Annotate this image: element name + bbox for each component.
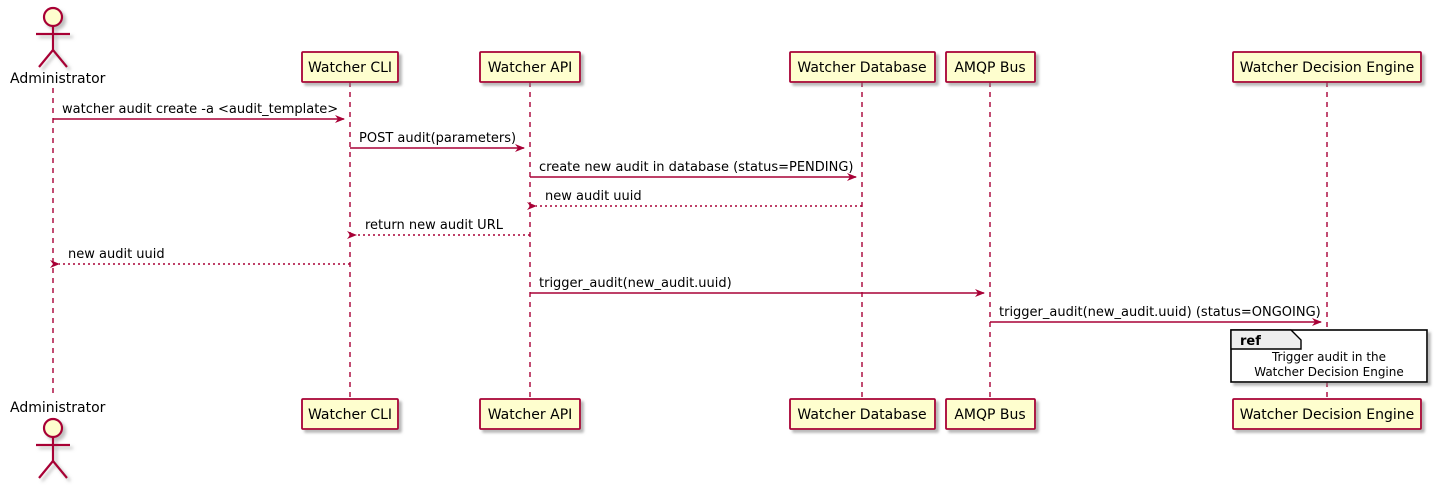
participant-boxes-bottom: Watcher CLI Watcher API Watcher Database… (301, 398, 1422, 430)
message-2-post-audit[interactable]: POST audit(parameters) (350, 131, 525, 152)
participant-watcher-database-bottom[interactable]: Watcher Database (789, 398, 936, 430)
message-label-5: return new audit URL (365, 218, 504, 233)
participant-label-watcher-decision-engine-bottom: Watcher Decision Engine (1240, 407, 1414, 423)
message-4-new-audit-uuid-db[interactable]: new audit uuid (527, 189, 862, 210)
participant-box-watcher-decision-engine-top[interactable] (1232, 51, 1422, 83)
participant-watcher-api-top[interactable]: Watcher API (479, 51, 581, 83)
participant-label-watcher-api-top: Watcher API (488, 60, 573, 76)
participant-box-watcher-api-top[interactable] (479, 51, 581, 83)
ref-fragment-line-1: Trigger audit in the (1271, 350, 1386, 364)
message-label-1: watcher audit create -a <audit_template> (62, 102, 338, 117)
participant-label-watcher-cli-bottom: Watcher CLI (308, 407, 392, 423)
participant-label-amqp-bus-top: AMQP Bus (954, 60, 1025, 76)
message-label-8: trigger_audit(new_audit.uuid) (status=ON… (999, 305, 1321, 320)
participant-box-amqp-bus-bottom[interactable] (945, 398, 1036, 430)
participant-box-watcher-database-top[interactable] (789, 51, 936, 83)
participant-label-watcher-cli-top: Watcher CLI (308, 60, 392, 76)
participant-label-amqp-bus-bottom: AMQP Bus (954, 407, 1025, 423)
message-label-7: trigger_audit(new_audit.uuid) (539, 276, 732, 291)
message-6-new-audit-uuid-cli[interactable]: new audit uuid (50, 247, 350, 268)
participant-boxes-top: Watcher CLI Watcher API Watcher Database… (301, 51, 1422, 83)
actor-label-administrator-top: Administrator (10, 71, 106, 87)
actor-administrator-bottom[interactable]: Administrator (10, 400, 106, 479)
ref-fragment[interactable]: ref Trigger audit in the Watcher Decisio… (1230, 329, 1428, 383)
participant-box-watcher-cli-bottom[interactable] (301, 398, 399, 430)
participant-box-amqp-bus-top[interactable] (945, 51, 1036, 83)
message-3-create-new-audit[interactable]: create new audit in database (status=PEN… (530, 160, 857, 181)
participant-box-watcher-decision-engine-bottom[interactable] (1232, 398, 1422, 430)
actor-administrator-top[interactable]: Administrator (10, 6, 106, 87)
ref-fragment-tab (1230, 329, 1302, 350)
actor-stick-figure-bottom-icon (36, 417, 70, 479)
message-8-trigger-audit-ongoing[interactable]: trigger_audit(new_audit.uuid) (status=ON… (990, 305, 1322, 326)
participant-label-watcher-database-top: Watcher Database (797, 60, 926, 76)
participant-watcher-api-bottom[interactable]: Watcher API (479, 398, 581, 430)
participant-watcher-database-top[interactable]: Watcher Database (789, 51, 936, 83)
ref-fragment-line-2: Watcher Decision Engine (1254, 365, 1404, 379)
message-label-2: POST audit(parameters) (359, 131, 516, 146)
participant-amqp-bus-top[interactable]: AMQP Bus (945, 51, 1036, 83)
message-label-4: new audit uuid (545, 189, 642, 204)
message-label-6: new audit uuid (68, 247, 165, 262)
participant-label-watcher-decision-engine-top: Watcher Decision Engine (1240, 60, 1414, 76)
message-label-3: create new audit in database (status=PEN… (539, 160, 854, 175)
participant-label-watcher-api-bottom: Watcher API (488, 407, 573, 423)
participant-label-watcher-database-bottom: Watcher Database (797, 407, 926, 423)
message-7-trigger-audit[interactable]: trigger_audit(new_audit.uuid) (530, 276, 985, 297)
participant-watcher-cli-top[interactable]: Watcher CLI (301, 51, 399, 83)
participant-box-watcher-api-bottom[interactable] (479, 398, 581, 430)
lifelines-group (52, 82, 1328, 399)
actor-label-administrator-bottom: Administrator (10, 400, 106, 416)
messages-group: watcher audit create -a <audit_template>… (50, 102, 1322, 326)
participant-watcher-decision-engine-bottom[interactable]: Watcher Decision Engine (1232, 398, 1422, 430)
participant-box-watcher-database-bottom[interactable] (789, 398, 936, 430)
actor-stick-figure-top-icon (36, 6, 70, 68)
message-1-watcher-audit-create[interactable]: watcher audit create -a <audit_template> (53, 102, 345, 123)
message-5-return-new-audit-url[interactable]: return new audit URL (347, 218, 530, 239)
participant-watcher-cli-bottom[interactable]: Watcher CLI (301, 398, 399, 430)
participant-watcher-decision-engine-top[interactable]: Watcher Decision Engine (1232, 51, 1422, 83)
ref-fragment-tag-label: ref (1240, 334, 1261, 349)
participant-amqp-bus-bottom[interactable]: AMQP Bus (945, 398, 1036, 430)
participant-box-watcher-cli-top[interactable] (301, 51, 399, 83)
